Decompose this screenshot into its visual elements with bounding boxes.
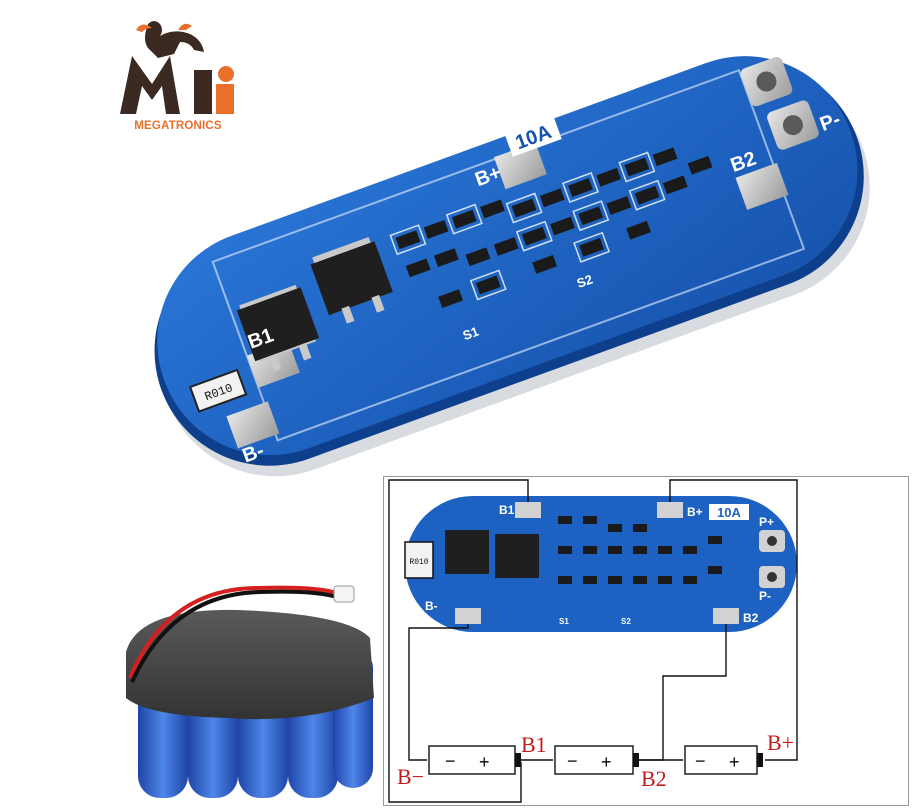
diagram-rating-label: 10A xyxy=(717,505,741,520)
bull-mark-icon xyxy=(120,21,234,114)
diagram-mosfet-2 xyxy=(495,534,539,578)
diagram-label-b2: B2 xyxy=(743,611,759,625)
diagram-p-minus-icon xyxy=(767,572,777,582)
battery-cell-1: − + xyxy=(428,745,521,775)
cell-1-minus: − xyxy=(445,751,456,771)
diagram-pad-b2 xyxy=(713,608,739,624)
diagram-pad-b-minus xyxy=(455,608,481,624)
diagram-pad-b1 xyxy=(515,502,541,518)
mosfet-1 xyxy=(236,284,320,372)
label-s1: S1 xyxy=(461,324,481,344)
rating-box xyxy=(504,116,562,157)
diagram-label-s1: S1 xyxy=(559,617,569,626)
cell-3-minus: − xyxy=(695,751,706,771)
battery-pack-photo xyxy=(126,585,374,798)
battery-cell-3: − + xyxy=(684,745,763,775)
diagram-pad-b-plus xyxy=(657,502,683,518)
diagram-label-p-minus: P- xyxy=(759,589,771,603)
jst-connector-icon xyxy=(333,585,355,603)
diagram-label-s2: S2 xyxy=(621,617,631,626)
p-plus-hole-icon xyxy=(756,71,777,92)
node-label-b1: B1 xyxy=(521,732,547,757)
shrink-wrap xyxy=(126,609,374,720)
p-minus-hole-icon xyxy=(782,115,803,136)
bms-board-photo: R010 B1 B- B+ xyxy=(154,39,870,477)
diagram-rating-box xyxy=(709,504,749,520)
diagram-label-p-plus: P+ xyxy=(759,515,774,529)
wiring-diagram: R010 B1 B+ P+ P- B- B2 S1 S2 10A xyxy=(388,479,798,803)
logo-brand-text: MEGATRONICS xyxy=(134,120,222,132)
diagram-resistor xyxy=(404,541,434,579)
node-label-b-minus: B− xyxy=(397,764,424,789)
diagram-label-b1: B1 xyxy=(499,503,515,517)
diagram-resistor-marking: R010 xyxy=(409,558,428,567)
diagram-p-plus-icon xyxy=(767,536,777,546)
label-s2: S2 xyxy=(575,271,595,291)
diagram-label-b-plus: B+ xyxy=(687,505,703,519)
cell-2-minus: − xyxy=(567,751,578,771)
pad-b-plus xyxy=(493,142,547,190)
diagram-wires xyxy=(388,479,798,803)
cell-3-plus: + xyxy=(729,752,740,772)
pad-b-minus xyxy=(226,401,280,449)
megatronics-logo: MEGATRONICS xyxy=(108,14,248,139)
battery-cell-2: − + xyxy=(554,745,639,775)
diagram-label-b-minus: B- xyxy=(425,599,438,613)
cell-1-plus: + xyxy=(479,752,490,772)
pad-b2 xyxy=(735,162,789,210)
cell-2-plus: + xyxy=(601,752,612,772)
pcb-body xyxy=(157,56,858,456)
node-label-b2: B2 xyxy=(641,766,667,791)
node-label-b-plus: B+ xyxy=(767,730,794,755)
smd-components xyxy=(395,147,713,309)
red-wire xyxy=(128,585,341,679)
shunt-resistor xyxy=(188,368,248,413)
mosfet-2 xyxy=(310,236,393,324)
black-wire xyxy=(130,589,341,683)
diagram-mosfet-1 xyxy=(445,530,489,574)
label-p-plus: P+ xyxy=(782,39,813,68)
diagram-board xyxy=(405,496,797,632)
